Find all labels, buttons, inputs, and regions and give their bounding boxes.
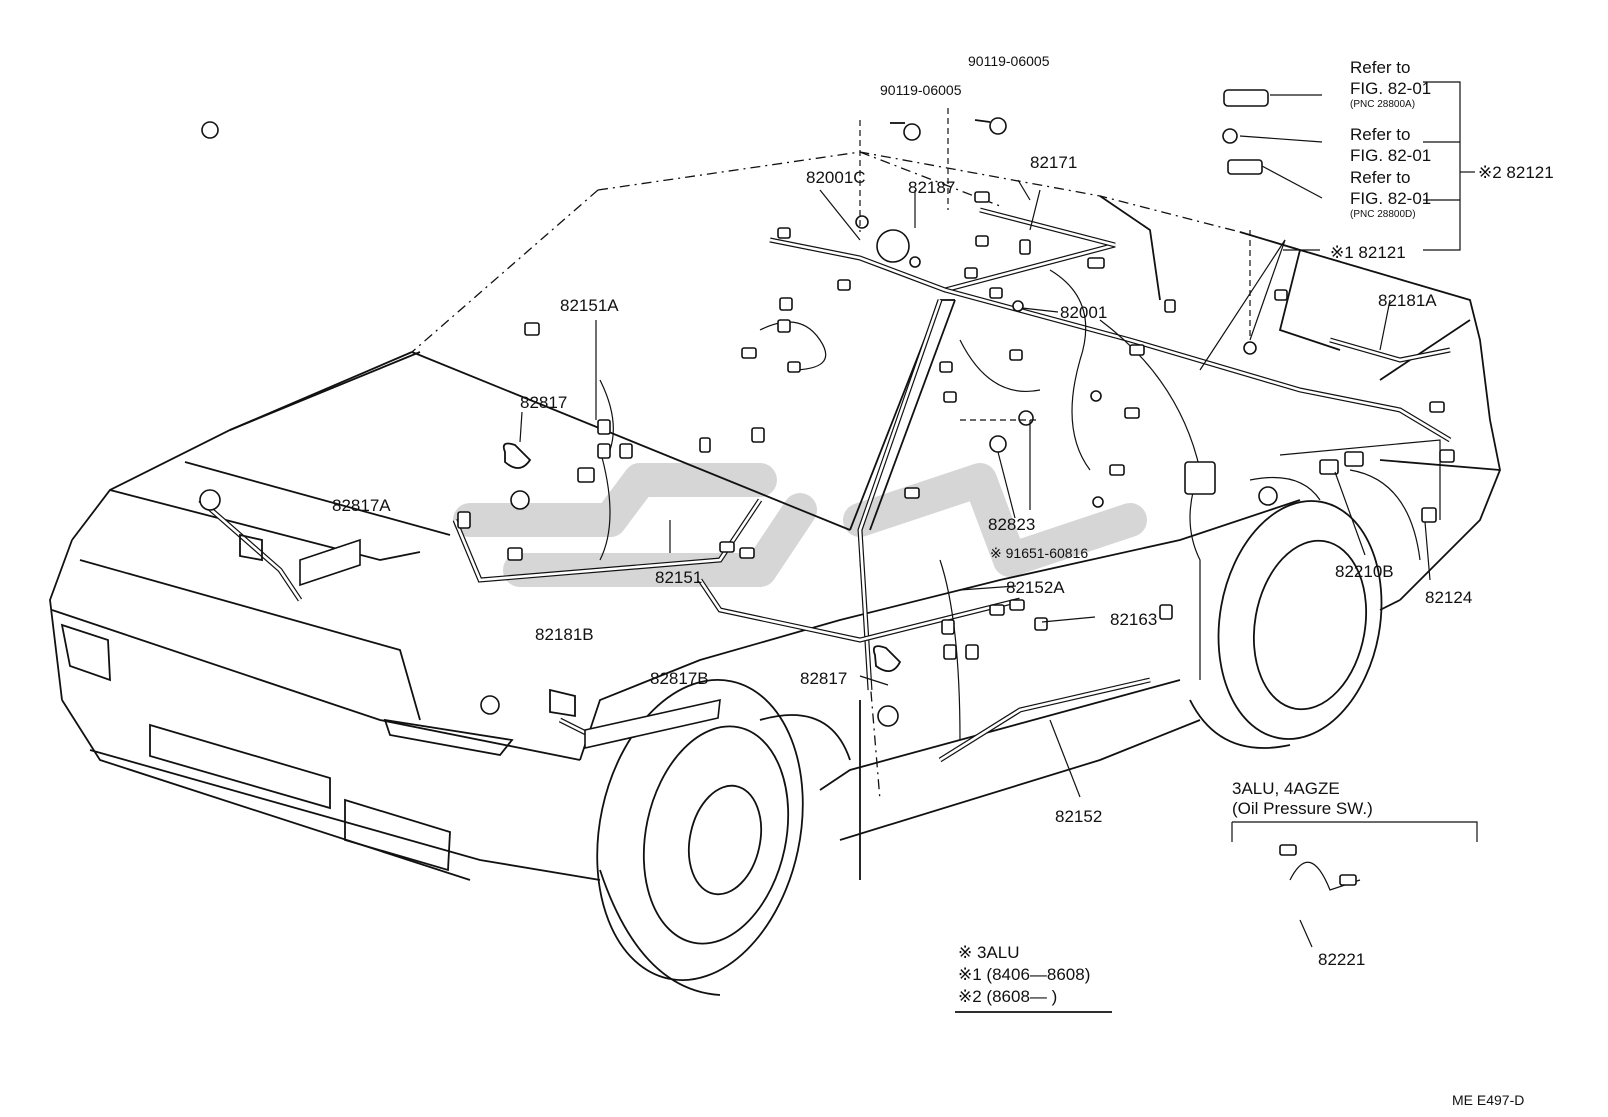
oil-pressure-subtitle: (Oil Pressure SW.): [1232, 799, 1373, 818]
refer-notes: Refer to FIG. 82-01 (PNC 28800A) Refer t…: [1350, 58, 1431, 220]
label-82151: 82151: [655, 568, 702, 587]
label-82187: 82187: [908, 178, 955, 197]
part-labels: 90119-06005 90119-06005 82001C 82187 821…: [332, 53, 1554, 969]
legend-line-3: ※2 (8608— ): [958, 987, 1057, 1006]
label-82817-top: 82817: [520, 393, 567, 412]
front-wheel: [596, 678, 804, 996]
footer-code: ME E497-D: [1452, 1092, 1524, 1108]
label-82121-1: ※1 82121: [1330, 243, 1406, 262]
refer-note-2-fig: FIG. 82-01: [1350, 146, 1431, 165]
label-82163: 82163: [1110, 610, 1157, 629]
legend: ※ 3ALU ※1 (8406—8608) ※2 (8608— ): [955, 943, 1112, 1013]
label-82124: 82124: [1425, 588, 1472, 607]
label-82181a: 82181A: [1378, 291, 1437, 310]
refer-note-3-refer: Refer to: [1350, 168, 1410, 187]
label-82181b: 82181B: [535, 625, 594, 644]
label-82823: 82823: [988, 515, 1035, 534]
label-82001c: 82001C: [806, 168, 866, 187]
car-body-outline: [49, 151, 1501, 996]
legend-line-1: ※ 3ALU: [958, 943, 1020, 962]
refer-note-1-refer: Refer to: [1350, 58, 1410, 77]
label-82152: 82152: [1055, 807, 1102, 826]
label-82121-2: ※2 82121: [1478, 163, 1554, 182]
legend-line-2: ※1 (8406—8608): [958, 965, 1090, 984]
refer-note-3-pnc: (PNC 28800D): [1350, 209, 1416, 220]
label-82817-mid: 82817: [800, 669, 847, 688]
label-82151a: 82151A: [560, 296, 619, 315]
label-82171: 82171: [1030, 153, 1077, 172]
refer-note-1-fig: FIG. 82-01: [1350, 79, 1431, 98]
refer-note-3-fig: FIG. 82-01: [1350, 189, 1431, 208]
connectors: [199, 89, 1455, 886]
label-82817a: 82817A: [332, 496, 391, 515]
rear-wheel: [1189, 500, 1383, 749]
refer-note-2-refer: Refer to: [1350, 125, 1410, 144]
label-82152a: 82152A: [1006, 578, 1065, 597]
label-82001: 82001: [1060, 303, 1107, 322]
oil-pressure-title: 3ALU, 4AGZE: [1232, 779, 1340, 798]
leader-lines: [519, 81, 1478, 948]
label-82817b: 82817B: [650, 669, 709, 688]
label-82210b: 82210B: [1335, 562, 1394, 581]
oil-pressure-inset: 3ALU, 4AGZE (Oil Pressure SW.): [1232, 779, 1373, 818]
refer-note-1-pnc: (PNC 28800A): [1350, 99, 1415, 110]
label-90119-a: 90119-06005: [880, 82, 962, 98]
label-82221: 82221: [1318, 950, 1365, 969]
label-91651: ※ 91651-60816: [990, 545, 1088, 561]
label-90119-b: 90119-06005: [968, 53, 1050, 69]
